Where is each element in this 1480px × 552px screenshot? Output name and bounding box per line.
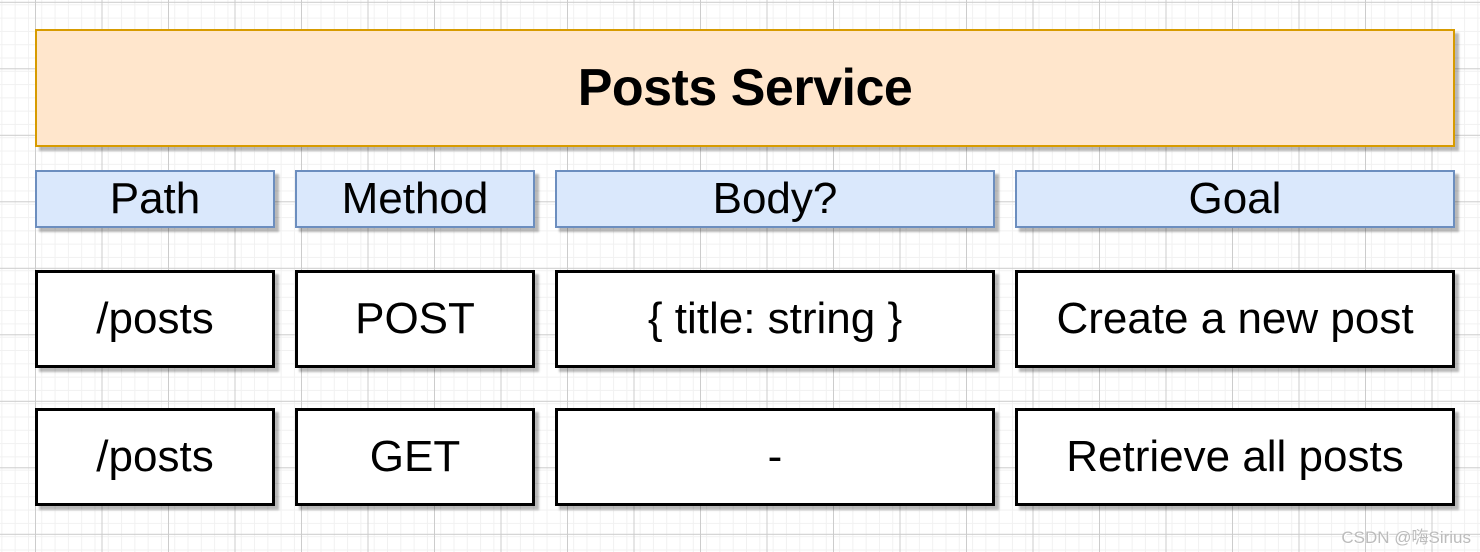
cell-row2-body: - <box>555 408 995 506</box>
cell-row1-goal: Create a new post <box>1015 270 1455 368</box>
column-header-path: Path <box>35 170 275 228</box>
cell-row1-path: /posts <box>35 270 275 368</box>
cell-row1-body: { title: string } <box>555 270 995 368</box>
cell-row2-path: /posts <box>35 408 275 506</box>
column-header-body: Body? <box>555 170 995 228</box>
cell-row1-method: POST <box>295 270 535 368</box>
cell-row2-goal: Retrieve all posts <box>1015 408 1455 506</box>
cell-row2-method: GET <box>295 408 535 506</box>
column-header-method: Method <box>295 170 535 228</box>
service-title-box: Posts Service <box>35 29 1455 147</box>
column-header-goal: Goal <box>1015 170 1455 228</box>
csdn-watermark: CSDN @嗨Sirius <box>1341 528 1471 547</box>
